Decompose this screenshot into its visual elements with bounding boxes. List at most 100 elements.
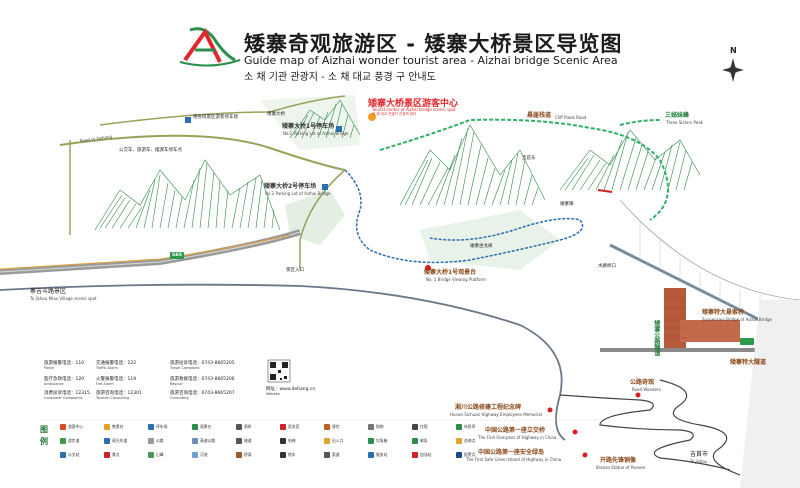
legend-symbol-icon <box>192 424 198 430</box>
mountain-tunnel-label: 矮寨公路隧道 <box>652 320 660 356</box>
road-wonders-label-english: Road Wonders <box>632 387 661 392</box>
viewing-platform-marker <box>425 265 431 271</box>
legend-symbol-icon <box>280 452 286 458</box>
legend-item: 高速公路 <box>192 438 215 444</box>
main-road <box>59 134 346 171</box>
legend-item-label: 住宿 <box>420 424 428 429</box>
legend-symbol-icon <box>236 452 242 458</box>
legend-item-label: 游客中心 <box>68 424 84 429</box>
bus-stop-label: 公交车、旅游车、摆渡车停车点 <box>119 148 182 153</box>
parking-1-label: 矮寨大桥1号停车场 <box>282 123 335 130</box>
parking-2-label: 矮寨大桥2号停车场 <box>264 183 317 190</box>
legend-item-label: 邮局 <box>420 438 428 443</box>
legend-item: 服务站 <box>368 452 387 458</box>
cliff-road-label-english: Cliff Plank Road <box>555 115 587 120</box>
legend-item-label: 咨询点 <box>464 438 476 443</box>
legend-symbol-icon <box>412 424 418 430</box>
green-island-label-english: The First Safe Green Island of Highway i… <box>466 457 562 462</box>
winding-road <box>559 394 731 471</box>
legend-symbol-icon <box>324 424 330 430</box>
pioneer-label: 开路先锋铜像 <box>600 457 637 464</box>
legend-item-label: 停车场 <box>156 424 168 429</box>
mountain-top-center <box>289 99 361 139</box>
mountain-range-left <box>94 159 281 231</box>
lower-road <box>0 283 566 441</box>
brand-logo <box>179 27 241 67</box>
legend-symbol-icon <box>236 438 242 444</box>
compass-north-label: N <box>730 46 737 55</box>
suspension-bridge-label: 矮寨特大悬索桥 <box>702 309 745 316</box>
legend-item-label: 景点 <box>112 452 120 457</box>
map-title-korean: 소 채 기관 관광지 - 소 채 대교 풍경 구 안내도 <box>244 72 436 83</box>
legend-item: 垃圾箱 <box>368 438 387 444</box>
legend-item: 景点 <box>104 452 120 458</box>
legend-symbol-icon <box>192 438 198 444</box>
legend-item-label: 垃圾箱 <box>376 438 388 443</box>
legend-symbol-icon <box>148 452 154 458</box>
legend-item: 索道 <box>324 452 340 458</box>
legend-item: 邮局 <box>412 438 428 444</box>
terrain-patch <box>260 95 360 150</box>
qr-code <box>267 359 291 383</box>
legend-item: 电梯 <box>280 438 296 444</box>
legend-item-label: 加油站 <box>420 452 432 457</box>
legend-item-label: 售票处 <box>112 424 124 429</box>
red-bridge <box>597 189 613 193</box>
mountain-range-right <box>559 129 701 191</box>
legend-symbol-icon <box>280 438 286 444</box>
legend-item: 公交站 <box>60 452 79 458</box>
jishou-east-label: 吉首东 <box>522 156 536 161</box>
legend-symbol-icon <box>104 424 110 430</box>
legend-symbol-icon <box>104 452 110 458</box>
right-area-shade <box>740 300 800 488</box>
dehang-parking-label: 德夯风景区游客停车场 <box>193 115 238 120</box>
sightseeing-route <box>344 169 584 264</box>
overpass-label: 中国公路第一座立交桥 <box>485 427 546 434</box>
road-upper <box>99 95 346 126</box>
water-bridge-label: 水路桥口 <box>598 264 616 269</box>
aizhai-town-label: 矮寨镇 <box>560 202 574 207</box>
legend-item: 住宿 <box>412 424 428 430</box>
legend-item: 厕所 <box>236 424 252 430</box>
legend-item: 休息亭 <box>456 424 475 430</box>
legend-symbol-icon <box>456 438 462 444</box>
map-title: 矮寨奇观旅游区 - 矮寨大桥景区导览图 <box>244 32 623 56</box>
nanzhen-bridge-label: 南寨大桥 <box>267 112 285 117</box>
legend-item: 咨询点 <box>456 438 475 444</box>
legend-item-label: 厕所 <box>244 424 252 429</box>
parking-2-label-english: No.2 Parking Lot of Aizhai Bridge <box>265 191 331 196</box>
legend-item: 报警点 <box>456 452 475 458</box>
terrain-patch <box>285 190 345 245</box>
cliff-trail <box>379 118 669 221</box>
legend-item: 山峰 <box>148 452 164 458</box>
legend-symbol-icon <box>368 424 374 430</box>
suspension-bridge-label-english: Suspension Bridge of Aizhai Bridge <box>702 317 772 322</box>
legend-item-label: 餐饮 <box>332 424 340 429</box>
winding-road-2 <box>659 379 741 476</box>
legend-item-label: 出入口 <box>332 438 344 443</box>
legend-symbol-icon <box>324 452 330 458</box>
legend-item-label: 索道 <box>332 452 340 457</box>
visitor-center-marker <box>368 113 376 121</box>
legend-item: 医务室 <box>280 424 299 430</box>
g65-label: G65 <box>172 253 182 258</box>
legend-item: 加油站 <box>412 452 431 458</box>
parking-1-label-english: No.1 Parking Lot of Aizhai Bridge <box>283 131 349 136</box>
legend-title: 图 例 <box>40 425 48 446</box>
legend-item-label: 隧道 <box>244 438 252 443</box>
legend-item-label: 河流 <box>200 452 208 457</box>
viewing-platform-label-english: No. 1 Bridge Viewing Platform <box>426 277 486 282</box>
legend-item-label: 服务站 <box>376 452 388 457</box>
poi-marker <box>582 452 588 458</box>
poi-marker <box>635 392 641 398</box>
legend-item-label: 医务室 <box>288 424 300 429</box>
visitor-center-title: 矮寨大桥景区游客中心 <box>368 99 459 109</box>
cliff-road-label: 悬崖栈道 <box>527 112 552 119</box>
legend-item-label: 游步道 <box>68 438 80 443</box>
legend-symbol-icon <box>324 438 330 444</box>
